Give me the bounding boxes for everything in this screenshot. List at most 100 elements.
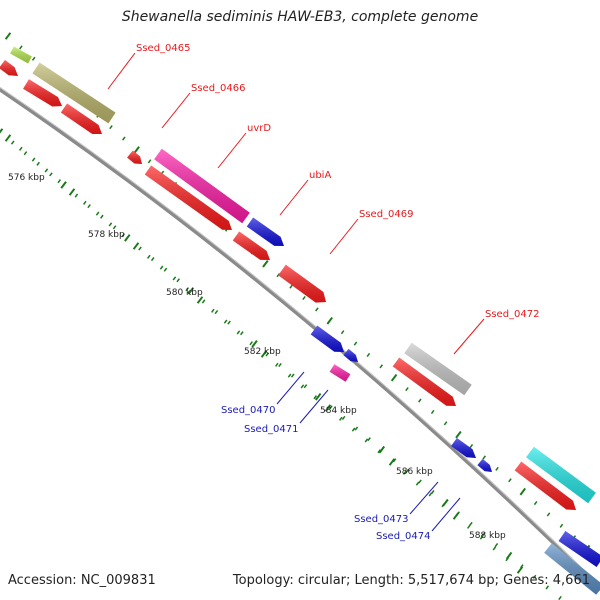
tick-row-lower-tick (236, 330, 241, 335)
kbp-label-584: 584 kbp (320, 406, 357, 416)
tick-row-lower-tick (19, 146, 23, 151)
feature-ssed-0474-shading (477, 458, 492, 472)
tick-row-lower-tick (82, 200, 87, 205)
leader-ssed-0466 (161, 92, 191, 129)
tick-row-lower-tick (479, 535, 484, 540)
tick-row-inner-tick (214, 309, 219, 315)
tick-row-inner-tick (10, 140, 15, 145)
leader-ssed-0471 (299, 389, 329, 424)
tick-row-outer-tick (559, 523, 564, 528)
accession-text: Accession: NC_009831 (8, 573, 156, 588)
feature-red-g-shading (514, 461, 576, 510)
tick-row-lower-tick (196, 296, 204, 304)
tick-row-outer-tick (122, 136, 126, 141)
tick-row-inner-tick (100, 214, 104, 219)
tick-row-lower-tick (95, 211, 100, 216)
tick-row-outer-tick (353, 341, 358, 346)
kbp-label-580: 580 kbp (166, 288, 203, 298)
tick-dots (0, 32, 600, 600)
tick-row-inner-tick (558, 595, 562, 600)
tick-row-lower-tick (44, 168, 49, 173)
genome-backbone-highlight (0, 86, 600, 587)
tick-row-outer-tick (31, 56, 36, 61)
tick-row-outer-tick (469, 444, 474, 449)
tick-row-lower-tick (108, 222, 113, 227)
tick-row-lower-tick (339, 416, 343, 421)
tick-row-outer-tick (340, 330, 345, 335)
feature-ssed-0466-shading (144, 165, 232, 230)
tick-row-inner-tick (265, 352, 270, 357)
label-ssed-0466: Ssed_0466 (191, 83, 246, 94)
leader-ssed-0465 (107, 52, 136, 90)
feature-ssed-0469-shading (278, 264, 326, 303)
tick-row-inner-tick (494, 542, 499, 548)
feature-ssed-0471-shading (329, 364, 351, 382)
tick-row-lower-tick (121, 233, 126, 238)
label-ubia: ubiA (309, 170, 331, 181)
tick-row-lower-tick (287, 373, 292, 378)
tick-row-lower-tick (275, 362, 279, 367)
label-ssed-0470: Ssed_0470 (221, 405, 276, 416)
tick-row-lower-tick (441, 503, 445, 508)
tick-row-inner-tick (60, 181, 67, 189)
label-ssed-0465: Ssed_0465 (136, 43, 191, 54)
label-ssed-0472: Ssed_0472 (485, 309, 540, 320)
tick-row-outer-tick (508, 478, 512, 483)
tick-row-inner-tick (469, 521, 473, 526)
tick-row-lower-tick (351, 427, 356, 432)
tick-row-inner-tick (187, 287, 195, 295)
feature-red-a-shading (0, 60, 18, 76)
tick-row-lower-tick (492, 546, 497, 551)
kbp-label-582: 582 kbp (244, 347, 281, 357)
tick-row-outer-tick (289, 284, 293, 289)
genome-backbone (0, 87, 600, 591)
tick-row-lower-tick (415, 481, 420, 486)
tick-row-lower-tick (403, 470, 407, 475)
tick-row-lower-tick (132, 242, 140, 250)
tick-row-outer-tick (109, 125, 113, 130)
tick-row-lower-tick (300, 384, 305, 389)
leader-ssed-0472 (453, 318, 485, 355)
leader-ubia (279, 179, 309, 216)
tick-row-outer-tick (418, 398, 422, 403)
tick-row-lower-tick (505, 557, 509, 562)
tick-row-outer-tick (315, 307, 319, 312)
feature-uvrd-shading (154, 148, 250, 224)
tick-row-lower-tick (172, 276, 177, 281)
tick-row-inner-tick (227, 320, 231, 325)
feature-steel-shading (544, 543, 600, 595)
tick-row-outer-tick (533, 500, 538, 506)
feature-blue-d-shading (558, 531, 600, 567)
tick-row-lower-tick (467, 524, 471, 529)
tick-row-outer-tick (443, 421, 448, 426)
tick-row-outer-tick (147, 159, 152, 164)
tick-row-inner-tick (532, 574, 537, 579)
feature-red-c-shading (60, 103, 102, 134)
leader-ssed-0473 (409, 481, 439, 515)
tick-row-inner-tick (341, 415, 346, 421)
tick-row-inner-tick (378, 445, 386, 454)
tick-row-inner-tick (290, 373, 295, 378)
tick-row-inner-tick (303, 384, 308, 389)
label-ssed-0474: Ssed_0474 (376, 531, 431, 542)
tick-row-inner-tick (23, 151, 28, 156)
kbp-label-578: 578 kbp (88, 230, 125, 240)
tick-row-inner-tick (251, 340, 258, 348)
tick-row-inner-tick (112, 225, 117, 230)
label-uvrd: uvrD (247, 123, 271, 134)
tick-row-lower-tick (4, 134, 12, 142)
label-ssed-0473: Ssed_0473 (354, 514, 409, 525)
tick-row-outer-tick (405, 387, 409, 392)
tick-row-outer-tick (19, 45, 23, 50)
label-ssed-0469: Ssed_0469 (359, 209, 414, 220)
leader-uvrd (217, 132, 247, 169)
red-leader-lines (107, 52, 485, 355)
tick-row-inner-tick (36, 161, 40, 166)
tick-row-outer-tick (133, 146, 140, 154)
leader-ssed-0470 (276, 371, 305, 405)
kbp-label-586: 586 kbp (396, 467, 433, 477)
tick-row-lower-tick (313, 395, 317, 400)
tick-row-lower-tick (185, 287, 189, 292)
tick-row-lower-tick (388, 458, 396, 466)
